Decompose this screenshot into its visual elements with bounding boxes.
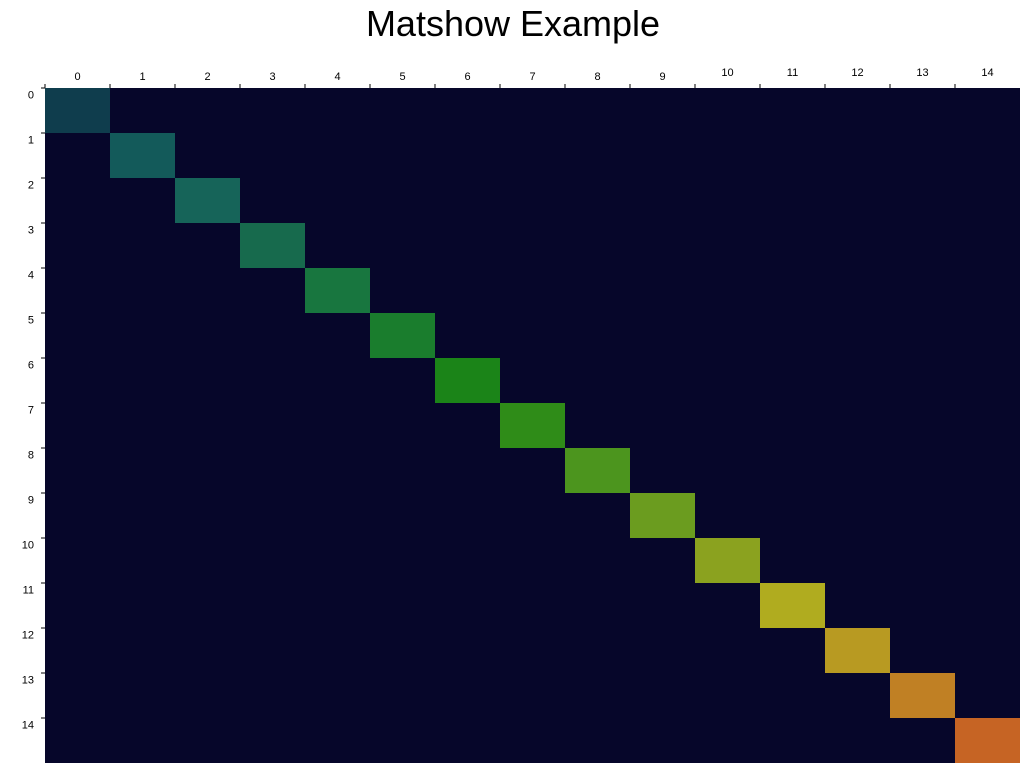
y-tick-label: 7 bbox=[28, 404, 34, 416]
x-tick-label: 12 bbox=[851, 67, 863, 79]
heatmap-cell-7-7 bbox=[500, 403, 565, 448]
y-tick-label: 6 bbox=[28, 359, 34, 371]
heatmap-cell-2-2 bbox=[175, 178, 240, 223]
x-tick-label: 4 bbox=[334, 71, 340, 83]
x-tick-label: 8 bbox=[594, 71, 600, 83]
y-tick-label: 9 bbox=[28, 494, 34, 506]
plot-area bbox=[45, 88, 1020, 763]
x-tick-label: 7 bbox=[529, 71, 535, 83]
heatmap-cell-0-0 bbox=[45, 88, 110, 133]
y-tick-label: 12 bbox=[22, 629, 34, 641]
heatmap-cell-8-8 bbox=[565, 448, 630, 493]
y-tick-label: 5 bbox=[28, 314, 34, 326]
heatmap-cell-14-14 bbox=[955, 718, 1020, 763]
chart-title: Matshow Example bbox=[366, 3, 660, 44]
y-tick-label: 2 bbox=[28, 179, 34, 191]
x-tick-label: 10 bbox=[721, 67, 733, 79]
x-tick-label: 3 bbox=[269, 71, 275, 83]
heatmap-cell-13-13 bbox=[890, 673, 955, 718]
x-tick-label: 2 bbox=[204, 71, 210, 83]
heatmap-cell-11-11 bbox=[760, 583, 825, 628]
y-tick-label: 13 bbox=[22, 674, 34, 686]
y-tick-label: 8 bbox=[28, 449, 34, 461]
y-tick-label: 10 bbox=[22, 539, 34, 551]
x-tick-label: 14 bbox=[981, 67, 993, 79]
y-tick-label: 11 bbox=[23, 584, 34, 596]
x-tick-label: 1 bbox=[139, 71, 145, 83]
heatmap-cell-6-6 bbox=[435, 358, 500, 403]
heatmap-cell-3-3 bbox=[240, 223, 305, 268]
y-tick-label: 4 bbox=[28, 269, 34, 281]
y-tick-label: 3 bbox=[28, 224, 34, 236]
x-tick-label: 6 bbox=[464, 71, 470, 83]
x-tick-label: 13 bbox=[916, 67, 928, 79]
heatmap-cell-5-5 bbox=[370, 313, 435, 358]
heatmap-cell-12-12 bbox=[825, 628, 890, 673]
x-tick-label: 0 bbox=[74, 71, 80, 83]
x-tick-label: 5 bbox=[399, 71, 405, 83]
heatmap-cell-9-9 bbox=[630, 493, 695, 538]
heatmap-cell-4-4 bbox=[305, 268, 370, 313]
heatmap-cell-1-1 bbox=[110, 133, 175, 178]
y-tick-label: 14 bbox=[22, 719, 34, 731]
heatmap-cell-10-10 bbox=[695, 538, 760, 583]
x-tick-label: 9 bbox=[659, 71, 665, 83]
x-tick-label: 11 bbox=[787, 67, 798, 79]
y-tick-label: 1 bbox=[28, 134, 34, 146]
y-tick-label: 0 bbox=[28, 89, 34, 101]
